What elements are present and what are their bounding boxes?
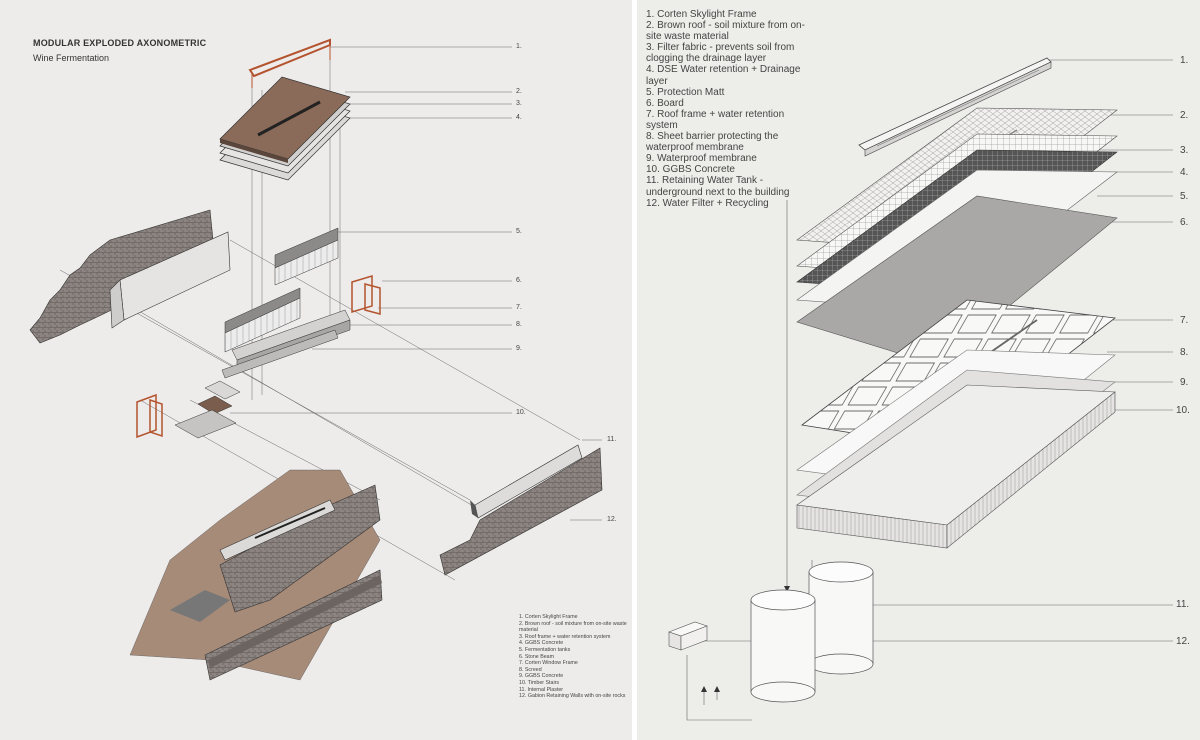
left-legend-item: 11. Internal Plaster	[519, 686, 564, 693]
drawing-subtitle: Wine Fermentation	[33, 53, 110, 63]
corten-skylight-frame	[248, 38, 331, 88]
left-legend-item: 7. Corten Window Frame	[519, 660, 578, 667]
right-callout-7: 7.	[1180, 315, 1189, 326]
corten-window-frame-right	[351, 274, 381, 315]
left-callout-9: 9.	[516, 345, 522, 352]
left-callout-12: 12.	[607, 516, 617, 523]
right-gabion-wall	[439, 444, 603, 576]
left-legend-item: 5. Fermentation tanks	[519, 646, 571, 653]
right-callout-6: 6.	[1180, 217, 1189, 228]
timber-stairs	[174, 380, 241, 439]
right-panel: 1. Corten Skylight Frame 2. Brown roof -…	[637, 0, 1200, 740]
left-callout-2: 2.	[516, 88, 522, 95]
right-legend-item: 7. Roof frame + water retention system	[646, 108, 785, 131]
retaining-water-tanks	[750, 561, 874, 703]
left-callout-1: 1.	[516, 43, 522, 50]
left-legend-item: 8. Screed	[519, 666, 542, 673]
panel-divider	[632, 0, 637, 740]
left-legend-item: 2. Brown roof - soil mixture from on-sit…	[519, 620, 627, 634]
left-axonometric-drawing	[29, 38, 603, 681]
left-callout-3: 3.	[516, 100, 522, 107]
left-callout-11: 11.	[607, 436, 617, 443]
left-legend-item: 3. Roof frame + water retention system	[519, 633, 611, 640]
assembled-model	[129, 469, 383, 681]
right-callout-10: 10.	[1176, 405, 1190, 416]
right-callout-9: 9.	[1180, 377, 1189, 388]
drawing-title: MODULAR EXPLODED AXONOMETRIC	[33, 38, 207, 48]
right-callout-3: 3.	[1180, 145, 1189, 156]
left-panel: MODULAR EXPLODED AXONOMETRIC Wine Fermen…	[0, 0, 632, 740]
left-callout-8: 8.	[516, 321, 522, 328]
right-legend-item: 12. Water Filter + Recycling	[646, 197, 769, 209]
right-callout-4: 4.	[1180, 167, 1189, 178]
left-legend-item: 9. GGBS Concrete	[519, 673, 564, 680]
right-legend-item: 8. Sheet barrier protecting the waterpro…	[646, 131, 779, 154]
right-callout-8: 8.	[1180, 347, 1189, 358]
roof-layers	[219, 76, 351, 181]
left-legend-item: 12. Gabion Retaining Walls with on-site …	[519, 693, 626, 700]
concrete-layer	[796, 384, 1116, 549]
fermentation-tanks-upper	[274, 227, 339, 286]
right-legend-item: 4. DSE Water retention + Drainage layer	[646, 64, 801, 87]
left-callout-4: 4.	[516, 114, 522, 121]
right-callout-1: 1.	[1180, 55, 1189, 66]
right-roof-layers-drawing	[668, 57, 1173, 721]
concrete-slab	[221, 329, 339, 379]
left-callout-6: 6.	[516, 277, 522, 284]
left-legend-item: 1. Corten Skylight Frame	[519, 614, 578, 620]
left-gabion-wall	[29, 209, 231, 344]
right-callout-5: 5.	[1180, 191, 1189, 202]
skylight-frame	[858, 57, 1052, 157]
left-callout-10: 10.	[516, 409, 526, 416]
fermentation-tanks-lower	[224, 287, 301, 353]
left-legend-item: 4. GGBS Concrete	[519, 640, 564, 647]
left-legend-item: 6. Stone Beam	[519, 653, 555, 660]
right-legend-item: 6. Board	[646, 97, 684, 109]
right-legend-item: 10. GGBS Concrete	[646, 164, 735, 176]
right-legend-item: 2. Brown roof - soil mixture from on-sit…	[646, 20, 805, 43]
right-legend-item: 11. Retaining Water Tank - underground n…	[646, 175, 790, 198]
right-callout-12: 12.	[1176, 636, 1190, 647]
right-legend: 1. Corten Skylight Frame 2. Brown roof -…	[646, 9, 816, 209]
left-legend-item: 10. Timber Stairs	[519, 679, 560, 686]
board-layer	[796, 195, 1118, 366]
corten-window-frame-left	[136, 393, 163, 439]
left-callout-7: 7.	[516, 304, 522, 311]
left-legend: 1. Corten Skylight Frame 2. Brown roof -…	[519, 614, 627, 700]
right-legend-item: 9. Waterproof membrane	[646, 153, 757, 165]
right-legend-item: 1. Corten Skylight Frame	[646, 9, 757, 20]
right-callout-11: 11.	[1176, 599, 1190, 610]
right-callout-2: 2.	[1180, 110, 1189, 121]
right-legend-item: 3. Filter fabric - prevents soil from cl…	[646, 42, 795, 65]
right-legend-item: 5. Protection Matt	[646, 86, 725, 98]
left-callout-5: 5.	[516, 228, 522, 235]
water-filter-unit	[668, 621, 708, 651]
